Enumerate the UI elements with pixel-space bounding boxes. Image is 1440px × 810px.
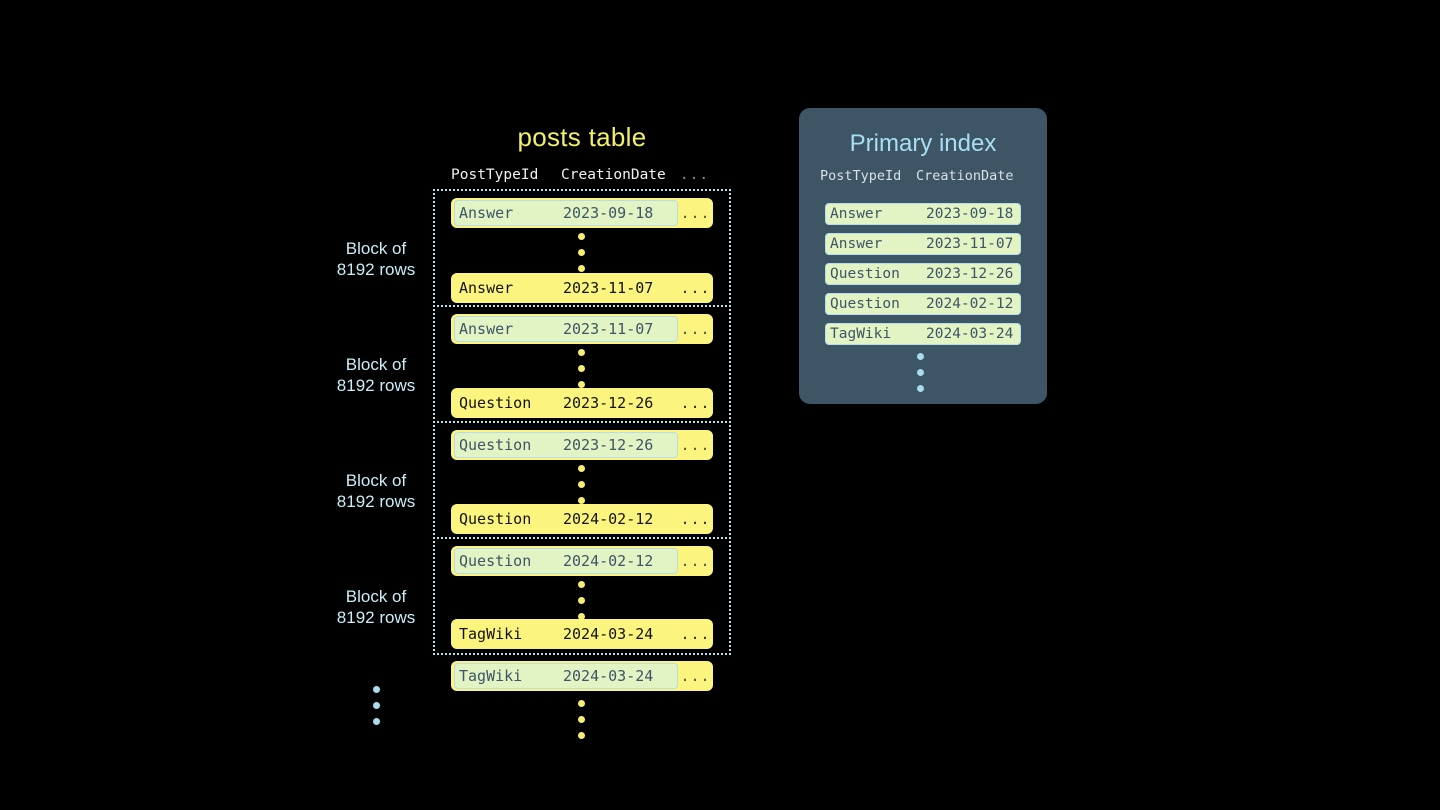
cell-creationdate: 2024-03-24: [563, 667, 654, 685]
cell-posttypeid: Question: [459, 436, 532, 454]
block-3-label: Block of 8192 rows: [306, 470, 446, 512]
table-row: Question 2023-12-26 ...: [451, 430, 713, 460]
column-header-posttypeid: PostTypeId: [451, 167, 539, 183]
cell-more: ...: [680, 552, 711, 570]
cell-creationdate: 2023-11-07: [563, 279, 654, 297]
index-column-header-posttypeid: PostTypeId: [820, 168, 902, 184]
block-4: [433, 537, 731, 655]
index-row: Question 2023-12-26: [825, 263, 1021, 285]
index-row: Answer 2023-09-18: [825, 203, 1021, 225]
primary-index-column-headers: PostTypeId CreationDate: [820, 168, 1032, 184]
row-cells: TagWiki 2024-03-24: [454, 663, 678, 689]
cell-posttypeid: Answer: [459, 204, 514, 222]
index-cell-posttypeid: Answer: [830, 236, 883, 252]
block-4-label: Block of 8192 rows: [306, 586, 446, 628]
index-row: Question 2024-02-12: [825, 293, 1021, 315]
row-cells: Answer 2023-11-07: [454, 316, 678, 342]
index-cell-posttypeid: TagWiki: [830, 326, 892, 342]
cell-more: ...: [680, 204, 711, 222]
cell-posttypeid: Answer: [459, 320, 514, 338]
block-4-label-line1: Block of: [345, 587, 407, 606]
cell-creationdate: 2023-12-26: [563, 394, 654, 412]
block-1-label-line1: Block of: [345, 239, 407, 258]
index-ellipsis-vertical: [915, 353, 925, 392]
index-cell-creationdate: 2023-11-07: [926, 236, 1014, 252]
posts-table-title: posts table: [517, 122, 647, 152]
cell-more: ...: [680, 436, 711, 454]
posts-table-column-headers: PostTypeId CreationDate ...: [451, 165, 713, 185]
block-2-label-line2: 8192 rows: [336, 376, 416, 395]
block-1-label-line2: 8192 rows: [336, 260, 416, 279]
table-row: Answer 2023-09-18 ...: [451, 198, 713, 228]
cell-more: ...: [680, 279, 711, 297]
index-cell-posttypeid: Question: [830, 296, 900, 312]
cell-more: ...: [680, 320, 711, 338]
blocks-ellipsis-vertical: [371, 686, 381, 725]
index-cell-creationdate: 2023-09-18: [926, 206, 1014, 222]
cell-creationdate: 2023-12-26: [563, 436, 654, 454]
row-cells: Question 2023-12-26: [454, 432, 678, 458]
index-cell-posttypeid: Answer: [830, 206, 883, 222]
cell-more: ...: [680, 510, 711, 528]
index-row: Answer 2023-11-07: [825, 233, 1021, 255]
index-column-header-creationdate: CreationDate: [916, 168, 1014, 184]
block-1-label: Block of 8192 rows: [306, 238, 446, 280]
cell-creationdate: 2024-03-24: [563, 625, 654, 643]
table-row: TagWiki 2024-03-24 ...: [451, 661, 713, 691]
cell-creationdate: 2023-11-07: [563, 320, 654, 338]
row-cells: Question 2023-12-26: [454, 390, 678, 416]
row-ellipsis-vertical: [576, 349, 586, 388]
row-cells: Question 2024-02-12: [454, 548, 678, 574]
row-cells: TagWiki 2024-03-24: [454, 621, 678, 647]
table-row: Question 2024-02-12 ...: [451, 546, 713, 576]
block-2-label-line1: Block of: [345, 355, 407, 374]
cell-creationdate: 2024-02-12: [563, 552, 654, 570]
table-row: Answer 2023-11-07 ...: [451, 273, 713, 303]
cell-posttypeid: Question: [459, 510, 532, 528]
cell-posttypeid: TagWiki: [459, 625, 523, 643]
table-ellipsis-vertical: [576, 700, 586, 739]
cell-more: ...: [680, 625, 711, 643]
primary-index-panel: Primary index: [799, 108, 1047, 404]
index-cell-creationdate: 2024-02-12: [926, 296, 1014, 312]
row-ellipsis-vertical: [576, 581, 586, 620]
row-cells: Answer 2023-09-18: [454, 200, 678, 226]
row-cells: Question 2024-02-12: [454, 506, 678, 532]
primary-index-rows: Answer 2023-09-18 Answer 2023-11-07 Ques…: [825, 203, 1021, 353]
cell-posttypeid: Question: [459, 552, 532, 570]
primary-index-title: Primary index: [849, 130, 997, 157]
row-ellipsis-vertical: [576, 233, 586, 272]
table-row: Question 2023-12-26 ...: [451, 388, 713, 418]
block-3-label-line2: 8192 rows: [336, 492, 416, 511]
index-cell-creationdate: 2023-12-26: [926, 266, 1014, 282]
column-header-more: ...: [679, 167, 710, 183]
block-4-label-line2: 8192 rows: [336, 608, 416, 627]
index-row: TagWiki 2024-03-24: [825, 323, 1021, 345]
row-ellipsis-vertical: [576, 465, 586, 504]
cell-more: ...: [680, 394, 711, 412]
table-row: Answer 2023-11-07 ...: [451, 314, 713, 344]
block-3-label-line1: Block of: [345, 471, 407, 490]
cell-creationdate: 2023-09-18: [563, 204, 654, 222]
block-2-label: Block of 8192 rows: [306, 354, 446, 396]
cell-posttypeid: Answer: [459, 279, 514, 297]
cell-posttypeid: Question: [459, 394, 532, 412]
row-cells: Answer 2023-11-07: [454, 275, 678, 301]
cell-creationdate: 2024-02-12: [563, 510, 654, 528]
column-header-creationdate: CreationDate: [561, 167, 666, 183]
cell-posttypeid: TagWiki: [459, 667, 523, 685]
index-cell-posttypeid: Question: [830, 266, 900, 282]
table-row: Question 2024-02-12 ...: [451, 504, 713, 534]
table-row: TagWiki 2024-03-24 ...: [451, 619, 713, 649]
cell-more: ...: [680, 667, 711, 685]
index-cell-creationdate: 2024-03-24: [926, 326, 1014, 342]
